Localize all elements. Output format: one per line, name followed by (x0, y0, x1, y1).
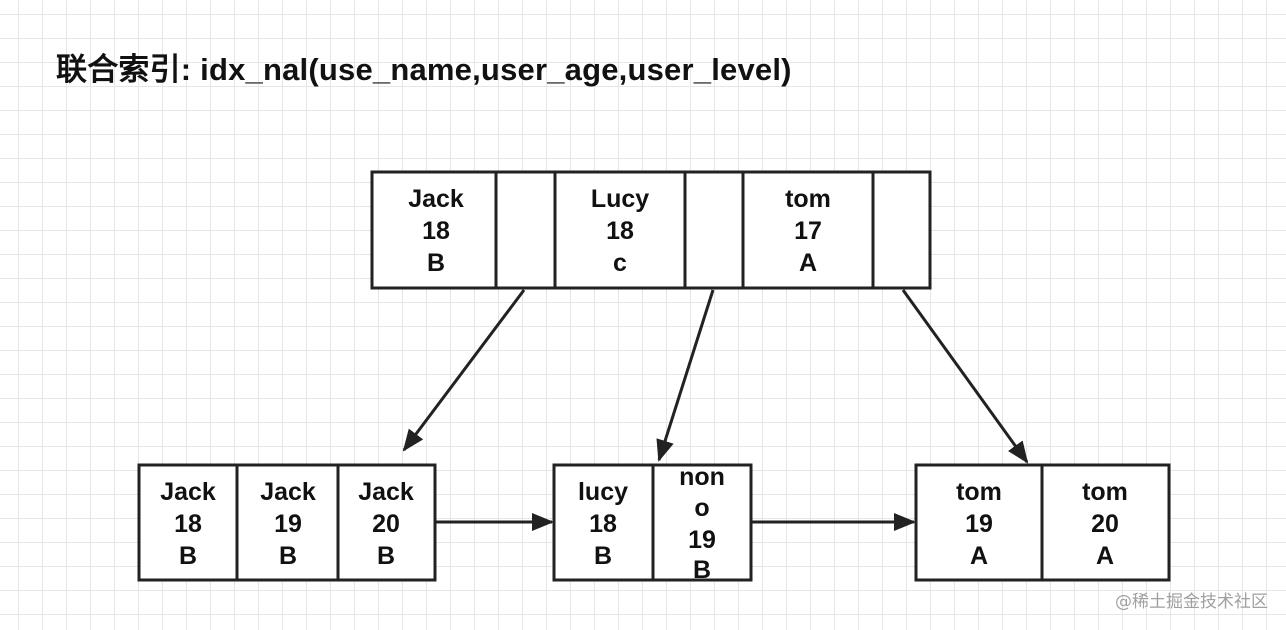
leaf-key-level: A (970, 542, 988, 570)
leaf-node-1: Jack 18 B Jack 19 B Jack 20 B (137, 463, 437, 582)
leaf-key-name-part-1: non (679, 463, 725, 491)
root-key-name: Jack (408, 185, 464, 213)
leaf-key-level: B (377, 542, 395, 570)
leaf-key-tom-19: tom 19 A (956, 478, 1002, 570)
leaf-key-age: 19 (688, 526, 716, 554)
root-key-age: 18 (606, 217, 634, 245)
leaf-key-age: 18 (589, 510, 617, 538)
root-key-lucy-18: Lucy 18 c (591, 185, 649, 277)
leaf-key-name: lucy (578, 478, 628, 506)
leaf-key-nono-19: non o 19 B (679, 463, 725, 584)
pointer-arrow-root-to-leaf-2 (656, 289, 715, 462)
leaf-key-name: tom (1082, 478, 1128, 506)
diagram-title: 联合索引: idx_nal(use_name,user_age,user_lev… (56, 52, 792, 87)
leaf-node-3: tom 19 A tom 20 A (914, 463, 1171, 582)
leaf-key-level: B (693, 556, 711, 584)
leaf-key-jack-19: Jack 19 B (260, 478, 316, 570)
leaf-key-jack-20: Jack 20 B (358, 478, 414, 570)
root-node: Jack 18 B Lucy 18 c tom 17 A (370, 170, 932, 290)
leaf-key-age: 19 (965, 510, 993, 538)
root-key-level: B (427, 249, 445, 277)
leaf-key-tom-20: tom 20 A (1082, 478, 1128, 570)
leaf-key-age: 20 (372, 510, 400, 538)
root-key-name: tom (785, 185, 831, 213)
leaf-key-age: 20 (1091, 510, 1119, 538)
leaf-key-name: tom (956, 478, 1002, 506)
root-key-age: 18 (422, 217, 450, 245)
root-key-jack-18: Jack 18 B (408, 185, 464, 277)
leaf-key-jack-18: Jack 18 B (160, 478, 216, 570)
leaf-key-name: Jack (358, 478, 414, 506)
root-key-name: Lucy (591, 185, 649, 213)
leaf-key-name: Jack (160, 478, 216, 506)
pointer-arrow-root-to-leaf-1 (402, 289, 526, 452)
leaf-key-age: 18 (174, 510, 202, 538)
watermark-text: @稀土掘金技术社区 (1115, 592, 1268, 612)
leaf-key-age: 19 (274, 510, 302, 538)
root-key-level: A (799, 249, 817, 277)
root-key-age: 17 (794, 217, 822, 245)
leaf-node-border (137, 463, 437, 582)
root-key-tom-17: tom 17 A (785, 185, 831, 277)
leaf-node-2: lucy 18 B non o 19 B (552, 463, 753, 584)
leaf-key-level: B (179, 542, 197, 570)
leaf-key-level: B (279, 542, 297, 570)
root-key-level: c (613, 249, 627, 277)
leaf-key-lucy-18: lucy 18 B (578, 478, 628, 570)
leaf-key-name: Jack (260, 478, 316, 506)
leaf-key-level: A (1096, 542, 1114, 570)
pointer-arrow-root-to-leaf-3 (901, 289, 1029, 464)
leaf-key-level: B (594, 542, 612, 570)
root-node-border (370, 170, 932, 290)
leaf-key-name-part-2: o (694, 494, 709, 522)
